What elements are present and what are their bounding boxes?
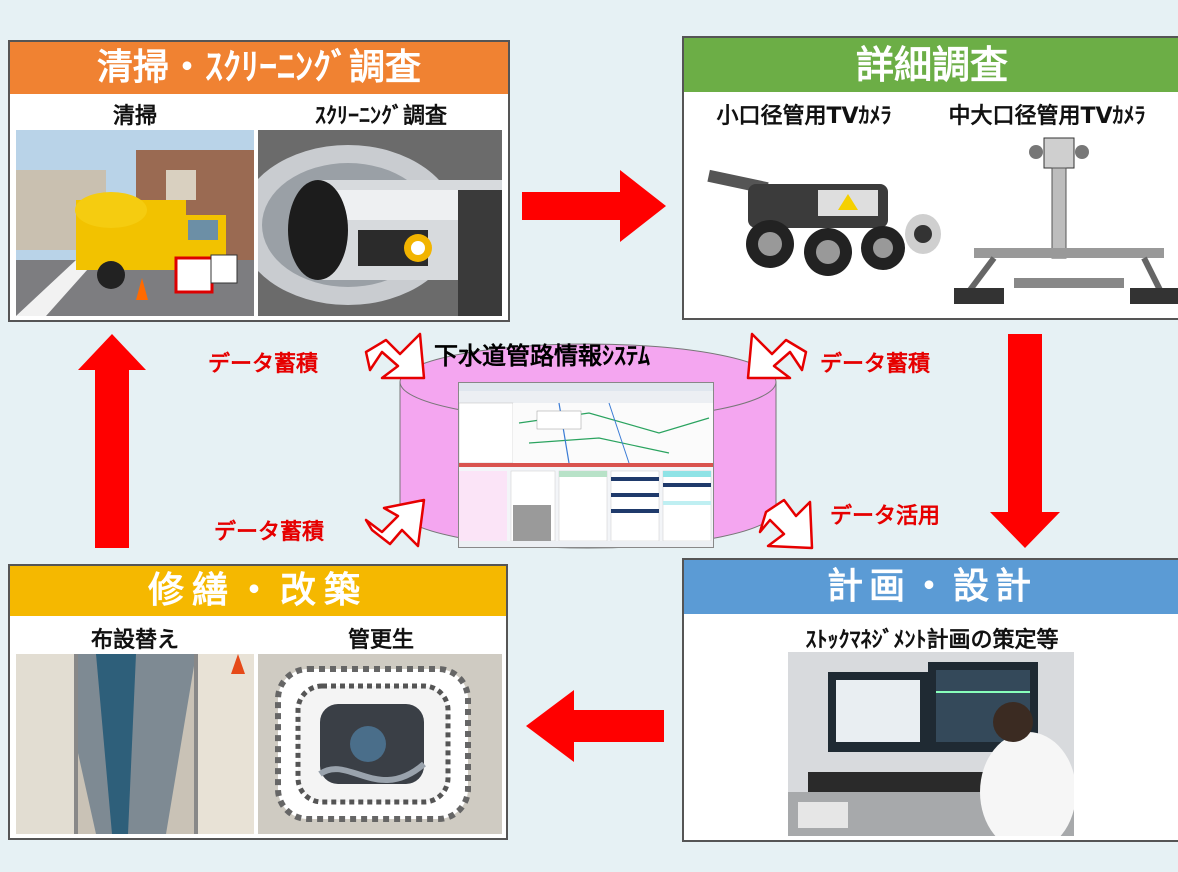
panel-plan-header: 計画・設計 <box>684 560 1178 614</box>
planning-office-photo <box>788 652 1074 836</box>
cleaning-truck-photo <box>16 130 254 316</box>
stock-management-sub-label: ｽﾄｯｸﾏﾈｼﾞﾒﾝﾄ計画の策定等 <box>805 628 1059 653</box>
label-accumulate-top-left: データ蓄積 <box>208 352 319 377</box>
large-tv-camera-photo <box>954 128 1178 314</box>
arrow-down-right <box>990 334 1060 548</box>
arrow-right-top <box>522 170 666 242</box>
panel-repair: 修繕・改築 布設替え 管更生 <box>8 564 508 840</box>
label-utilize: データ活用 <box>830 504 941 529</box>
panel-detail: 詳細調査 小口径管用TVｶﾒﾗ 中大口径管用TVｶﾒﾗ <box>682 36 1178 320</box>
panel-cleaning-header: 清掃・ｽｸﾘｰﾆﾝｸﾞ調査 <box>10 42 508 94</box>
arrow-left-bottom <box>526 690 664 762</box>
label-accumulate-bottom-left: データ蓄積 <box>214 520 325 545</box>
relaying-photo <box>16 654 254 834</box>
screening-photo <box>258 130 502 316</box>
accumulate-arrow-top-left <box>364 332 426 380</box>
large-camera-sub-label: 中大口径管用TVｶﾒﾗ <box>948 104 1146 129</box>
relaying-sub-label: 布設替え <box>90 628 179 653</box>
panel-detail-header: 詳細調査 <box>684 38 1178 92</box>
panel-cleaning: 清掃・ｽｸﾘｰﾆﾝｸﾞ調査 清掃 ｽｸﾘｰﾆﾝｸﾞ調査 <box>8 40 510 322</box>
label-accumulate-top-right: データ蓄積 <box>820 352 931 377</box>
system-title: 下水道管路情報ｼｽﾃﾑ <box>434 342 650 370</box>
screening-sub-label: ｽｸﾘｰﾆﾝｸﾞ調査 <box>314 104 447 129</box>
small-tv-camera-photo <box>698 154 948 304</box>
cleaning-sub-label: 清掃 <box>112 104 157 129</box>
panel-plan: 計画・設計 ｽﾄｯｸﾏﾈｼﾞﾒﾝﾄ計画の策定等 <box>682 558 1178 842</box>
system-screenshot <box>458 382 714 548</box>
pipe-rehabilitation-photo <box>258 654 502 834</box>
accumulate-arrow-bottom-left <box>364 498 426 548</box>
utilize-arrow <box>758 498 814 550</box>
small-camera-sub-label: 小口径管用TVｶﾒﾗ <box>716 104 892 129</box>
panel-repair-header: 修繕・改築 <box>10 566 506 616</box>
accumulate-arrow-top-right <box>746 332 808 380</box>
arrow-up-left <box>78 334 146 548</box>
rehabilitation-sub-label: 管更生 <box>347 628 414 653</box>
